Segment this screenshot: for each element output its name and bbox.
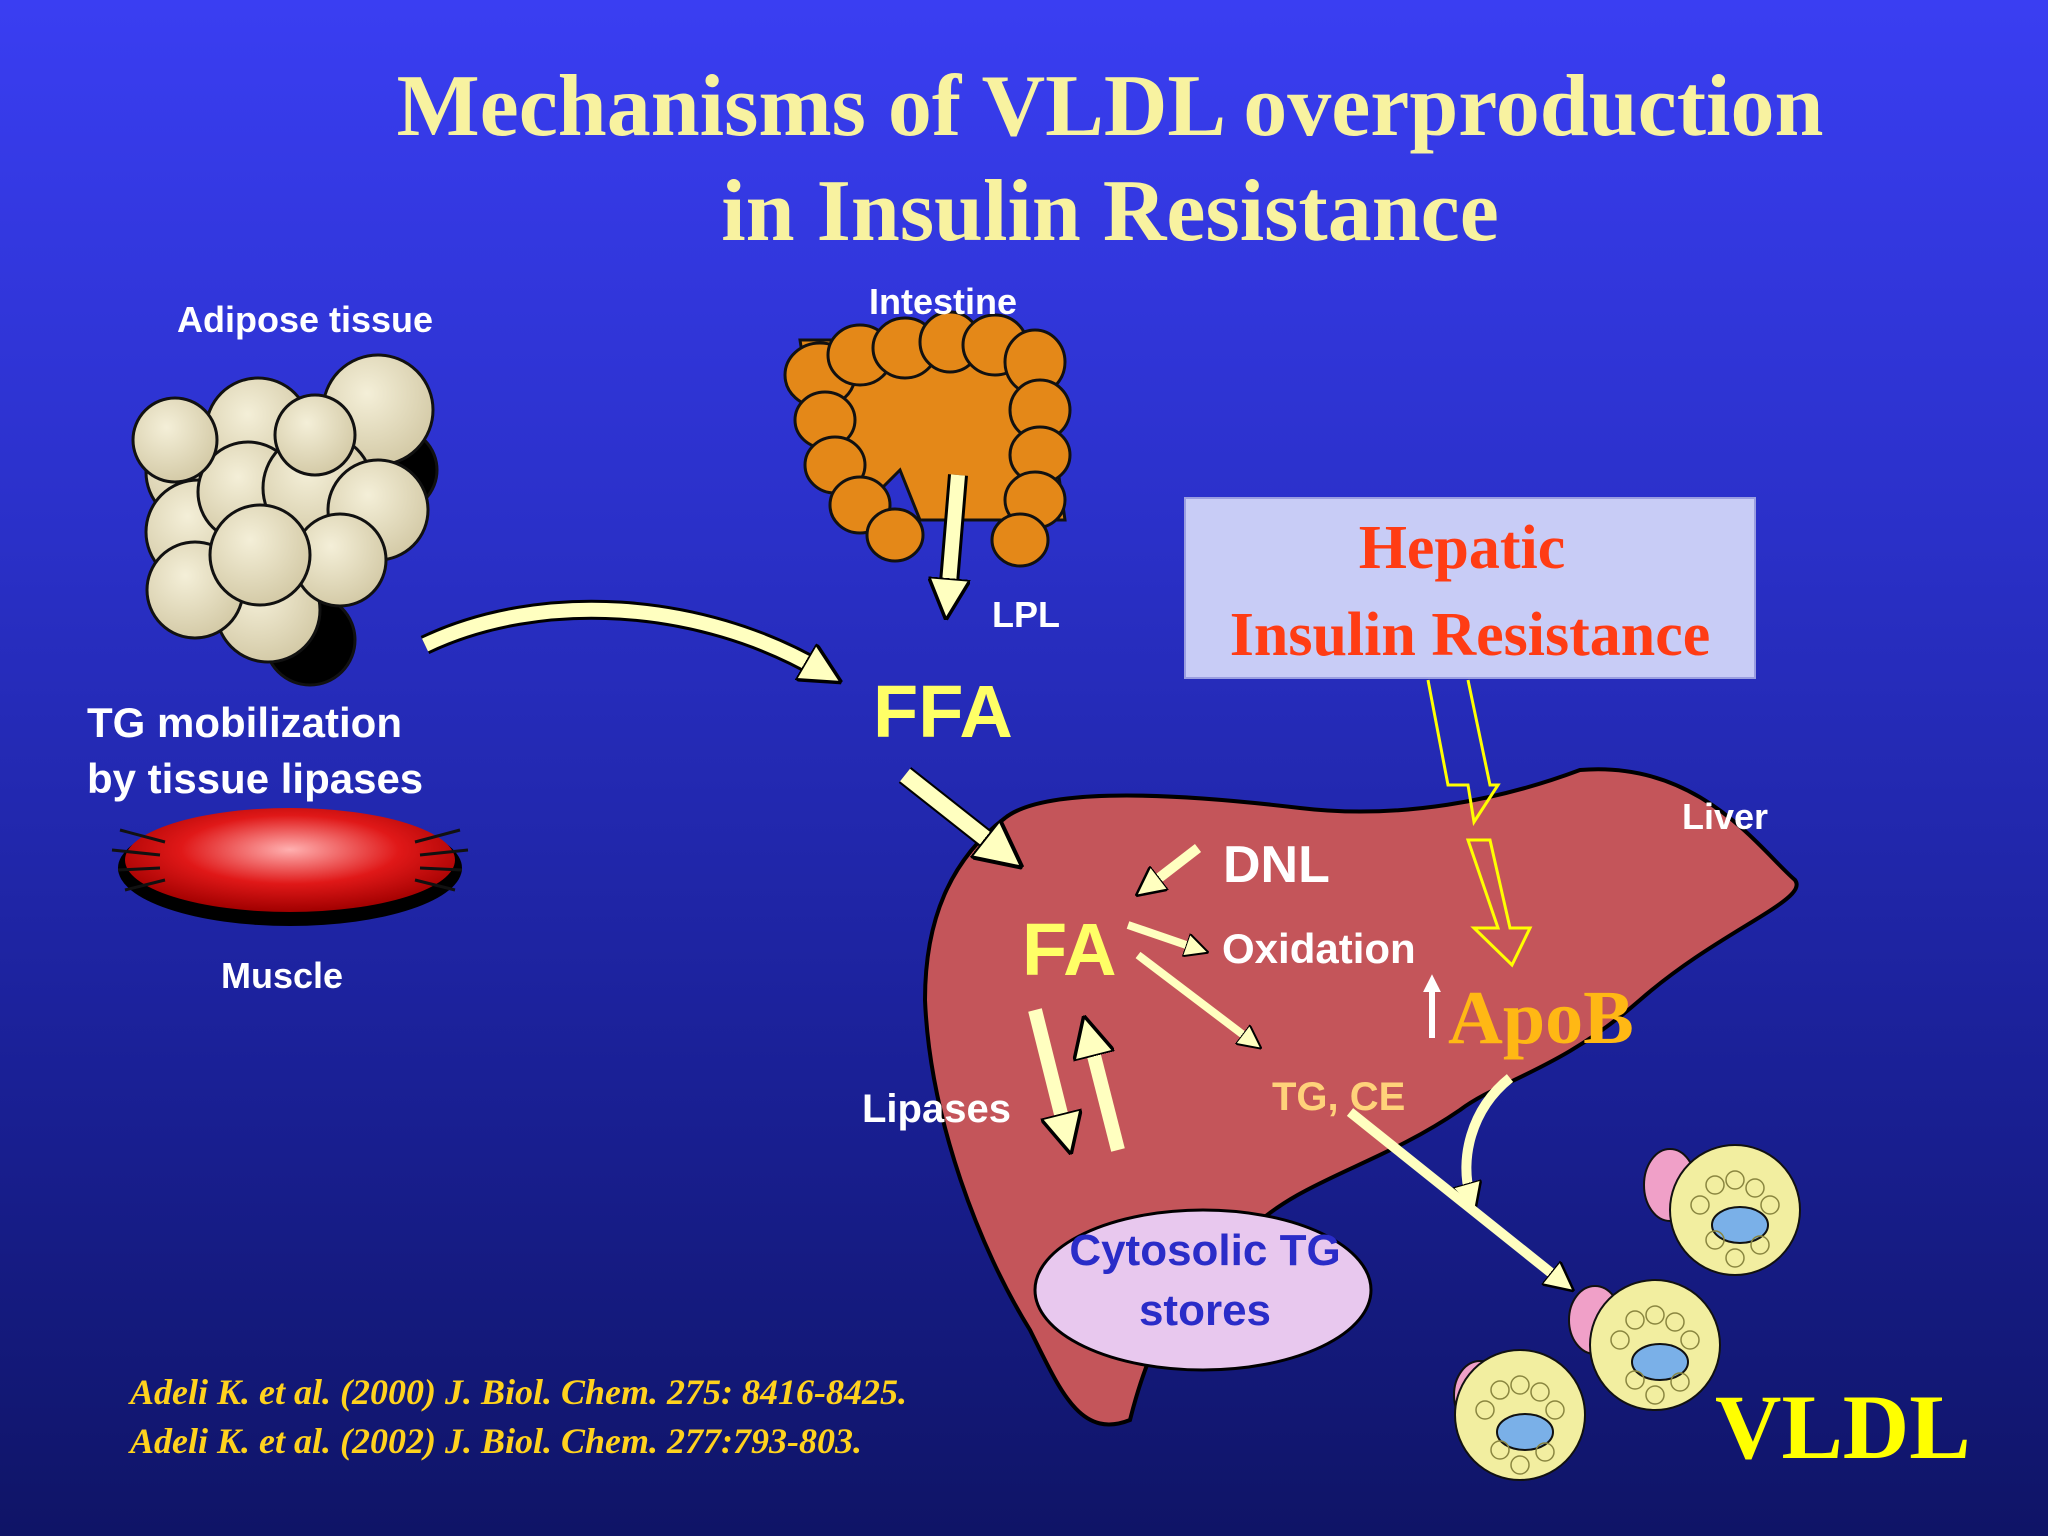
- apob-label: ApoB: [1448, 976, 1634, 1060]
- ffa-to-fa-arrow: [900, 768, 1000, 850]
- intestine-illustration: [783, 310, 1072, 568]
- fa-to-stores-arrow: [1028, 1008, 1065, 1130]
- pathway-arrows: [420, 474, 1560, 1280]
- hepatic-label-1: Hepatic: [1359, 514, 1566, 582]
- fa-to-oxidation-arrow: [1126, 921, 1195, 948]
- hepatic-insulin-resistance-box: [1184, 497, 1756, 679]
- title-line-2: in Insulin Resistance: [721, 163, 1499, 260]
- liver-label: Liver: [1682, 796, 1768, 837]
- vldl-particles: [1453, 1144, 1801, 1481]
- apob-to-assembly-arrow: [1466, 1074, 1514, 1195]
- lipases-label: Lipases: [862, 1087, 1011, 1131]
- vldl-particle: [1453, 1349, 1586, 1481]
- adipose-to-ffa-arrow: [421, 602, 820, 670]
- tg-to-vldl-arrow: [1346, 1108, 1560, 1280]
- muscle-label: Muscle: [221, 955, 343, 996]
- hepatic-label-2: Insulin Resistance: [1230, 601, 1711, 669]
- dnl-label: DNL: [1223, 836, 1330, 894]
- cytosolic-tg-label-2: stores: [1139, 1286, 1271, 1335]
- insulin-resistance-arrow: [1426, 679, 1533, 968]
- tg-mobilization-label-1: TG mobilization: [87, 699, 402, 746]
- vldl-label: VLDL: [1715, 1376, 1971, 1478]
- dnl-to-fa-arrow: [1150, 844, 1202, 885]
- fa-to-tg-arrow: [1135, 951, 1250, 1040]
- reference-2: Adeli K. et al. (2002) J. Biol. Chem. 27…: [128, 1421, 862, 1461]
- vldl-particle: [1643, 1144, 1801, 1276]
- oxidation-label: Oxidation: [1222, 925, 1416, 972]
- title-line-1: Mechanisms of VLDL overproduction: [397, 58, 1824, 155]
- adipose-tissue-label: Adipose tissue: [177, 299, 433, 340]
- cytosolic-tg-stores-ellipse: [1033, 1208, 1373, 1372]
- ffa-label: FFA: [873, 670, 1013, 753]
- muscle-illustration: [111, 808, 469, 926]
- cytosolic-tg-label-1: Cytosolic TG: [1069, 1226, 1340, 1275]
- reference-1: Adeli K. et al. (2000) J. Biol. Chem. 27…: [128, 1372, 907, 1412]
- adipose-tissue-illustration: [131, 353, 439, 687]
- intestine-to-ffa-arrow: [948, 474, 958, 595]
- intestine-label: Intestine: [869, 281, 1017, 322]
- stores-to-fa-arrow: [1090, 1040, 1125, 1152]
- tg-ce-label: TG, CE: [1272, 1075, 1405, 1119]
- fa-label: FA: [1022, 908, 1117, 991]
- tg-mobilization-label-2: by tissue lipases: [87, 755, 423, 802]
- lpl-label: LPL: [992, 594, 1060, 635]
